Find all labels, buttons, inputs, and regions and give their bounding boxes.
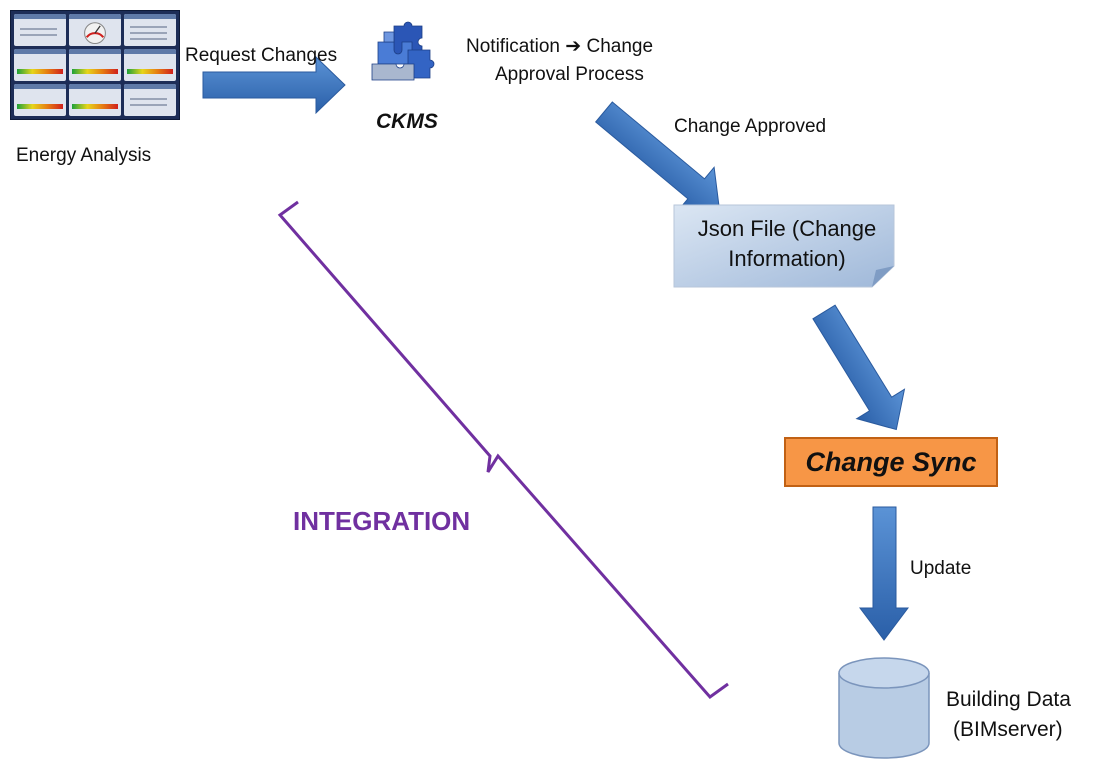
building-data-label-line1: Building Data xyxy=(946,688,1071,711)
json-file-label: Json File (Change Information) xyxy=(678,214,896,273)
building-data-label-line2: (BIMserver) xyxy=(953,718,1063,741)
change-approved-label: Change Approved xyxy=(674,116,827,137)
notification-label-line2: Approval Process xyxy=(495,64,644,85)
ckms-label: CKMS xyxy=(376,110,438,133)
dashboard-gauge-tile xyxy=(69,14,121,46)
integration-bracket xyxy=(277,200,729,700)
dashboard-tile xyxy=(69,49,121,81)
dashboard-tile xyxy=(124,14,176,46)
json-file-label-line2: Information) xyxy=(728,245,846,271)
energy-analysis-label: Energy Analysis xyxy=(16,145,152,166)
json-file-label-line1: Json File (Change xyxy=(697,216,877,241)
request-changes-label: Request Changes xyxy=(185,45,338,66)
to-change-sync-arrow xyxy=(812,304,906,431)
energy-dashboard-thumbnail xyxy=(10,10,180,120)
update-arrow xyxy=(859,506,909,641)
dashboard-tile xyxy=(69,84,121,116)
request-changes-arrow xyxy=(202,55,346,115)
dashboard-tile xyxy=(124,84,176,116)
update-label: Update xyxy=(910,558,972,579)
change-sync-box: Change Sync xyxy=(784,437,998,487)
notification-label-line1: Notification ➔ Change xyxy=(466,36,654,57)
puzzle-pieces-icon xyxy=(371,21,435,81)
gauge-icon xyxy=(84,22,106,45)
dashboard-tile xyxy=(14,14,66,46)
database-cylinder-icon xyxy=(838,657,930,759)
dashboard-tile xyxy=(14,49,66,81)
integration-label: INTEGRATION xyxy=(293,506,471,536)
dashboard-tile xyxy=(124,49,176,81)
dashboard-tile xyxy=(14,84,66,116)
json-file-note xyxy=(673,204,895,288)
change-sync-label: Change Sync xyxy=(805,446,977,477)
